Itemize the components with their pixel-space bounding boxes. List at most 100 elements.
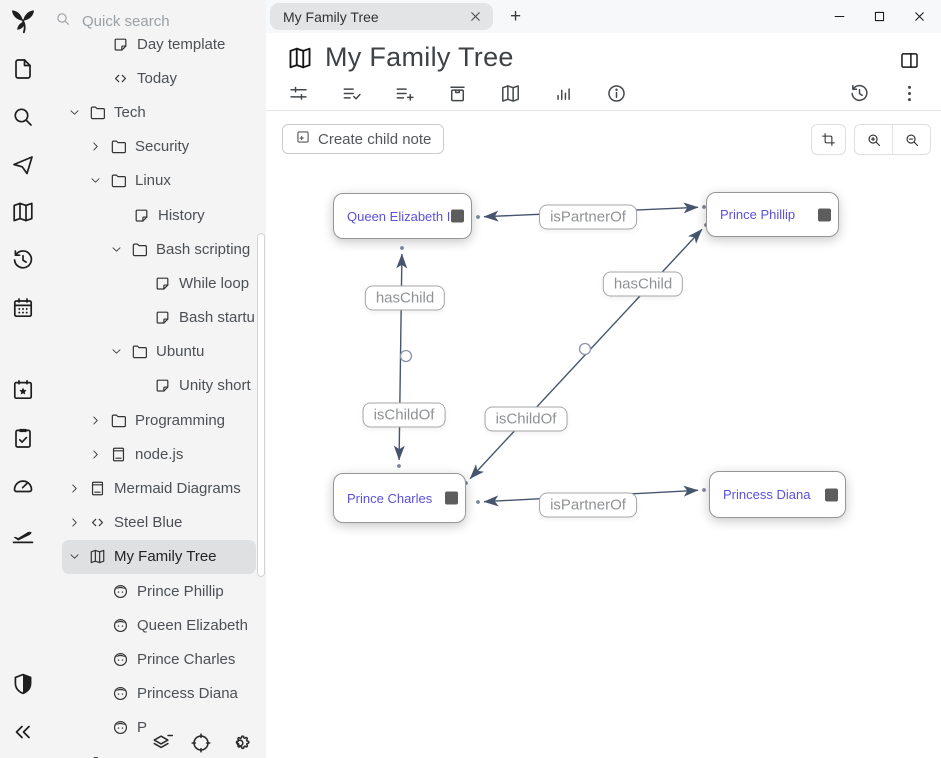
zoom-out-button[interactable] [892, 125, 930, 154]
chevron-right-icon[interactable] [68, 516, 81, 529]
window-close-button[interactable] [907, 4, 932, 29]
map-node-title[interactable]: Princess Diana [723, 487, 811, 502]
chevron-down-icon[interactable] [110, 345, 123, 358]
tree-item-day-template[interactable]: Day template [46, 27, 266, 61]
chevron-down-icon[interactable] [68, 106, 81, 119]
map-node-queen[interactable]: Queen Elizabeth II [333, 193, 472, 239]
calendar-icon [11, 296, 35, 325]
note-icon [112, 36, 129, 53]
ribbon-note-revisions-button[interactable] [839, 78, 879, 108]
relation-label[interactable]: isPartnerOf [539, 204, 637, 230]
create-child-note-button[interactable]: Create child note [282, 124, 445, 154]
ribbon-owned-attributes-button[interactable] [325, 78, 378, 108]
chevron-right-icon[interactable] [89, 414, 102, 427]
ribbon-note-paths-button[interactable] [431, 78, 484, 108]
tree-item-mermaid-diagrams[interactable]: Mermaid Diagrams [46, 471, 266, 505]
folder-icon [89, 104, 106, 121]
ribbon-note-info-button[interactable] [537, 78, 590, 108]
rail-tasks-button[interactable] [0, 417, 46, 465]
tree-item-programming[interactable]: Programming [46, 403, 266, 437]
tree-item-unity-short[interactable]: Unity short [46, 369, 266, 403]
tree-item-tech[interactable]: Tech [46, 95, 266, 129]
relation-label[interactable]: hasChild [364, 285, 446, 311]
rail-calendar-star-button[interactable] [0, 369, 46, 417]
relation-label[interactable]: isPartnerOf [539, 492, 637, 518]
book-icon [89, 480, 106, 497]
ribbon-inherited-attributes-button[interactable] [378, 78, 431, 108]
map-node-endpoint[interactable] [451, 209, 464, 223]
tree-item-history[interactable]: History [46, 198, 266, 232]
chevron-right-icon[interactable] [89, 140, 102, 153]
folder-icon [110, 412, 127, 429]
reset-pan-zoom-button[interactable] [811, 124, 846, 155]
tree-item-node-js[interactable]: node.js [46, 437, 266, 471]
scroll-to-active-note-button[interactable] [190, 732, 212, 754]
relation-label[interactable]: isChildOf [484, 406, 568, 432]
rail-dashboard-button[interactable] [0, 465, 46, 513]
collapse-all-button[interactable] [151, 732, 173, 754]
tree-item-prince-phillip[interactable]: Prince Phillip [46, 574, 266, 608]
map-node-title[interactable]: Queen Elizabeth II [347, 208, 454, 224]
zoom-in-button[interactable] [855, 125, 892, 154]
relation-label[interactable]: isChildOf [362, 402, 446, 428]
tree-item-princess-diana[interactable]: Princess Diana [46, 677, 266, 711]
rail-new-note-button[interactable] [0, 48, 46, 96]
map-node-endpoint[interactable] [445, 491, 458, 505]
ribbon-more-menu-button[interactable] [889, 78, 929, 108]
chevron-down-icon[interactable] [89, 174, 102, 187]
ribbon-collection-properties-button[interactable] [484, 78, 537, 108]
tree-item-label: Ubuntu [156, 343, 205, 361]
tree-item-steel-blue[interactable]: Steel Blue [46, 506, 266, 540]
map-node-endpoint[interactable] [818, 208, 831, 221]
tree-item-today[interactable]: Today [46, 61, 266, 95]
rail-jump-to-note-button[interactable] [0, 143, 46, 191]
map-node-title[interactable]: Prince Charles [347, 490, 433, 506]
rail-logo-button[interactable] [0, 0, 46, 48]
tree-item-my-family-tree[interactable]: My Family Tree [62, 539, 256, 574]
tree-item-linux[interactable]: Linux [46, 164, 266, 198]
settings-button[interactable] [229, 732, 251, 754]
tree-item-label: While loop [179, 274, 250, 292]
chevron-down-icon[interactable] [68, 550, 81, 563]
tree-item-security[interactable]: Security [46, 130, 266, 164]
map-node-charles[interactable]: Prince Charles [333, 473, 466, 523]
chevron-down-icon[interactable] [110, 243, 123, 256]
map-node-phillip[interactable]: Prince Phillip [706, 192, 839, 237]
ribbon-info-button[interactable] [590, 78, 643, 108]
create-split-icon[interactable] [899, 50, 920, 71]
tree-item-bash-startu[interactable]: Bash startu [46, 301, 266, 335]
tree-scrollbar-thumb[interactable] [257, 233, 265, 577]
tree-item-ubuntu[interactable]: Ubuntu [46, 335, 266, 369]
tree-item-label: Programming [135, 411, 226, 429]
new-tab-button[interactable]: + [510, 6, 522, 27]
map-node-endpoint[interactable] [825, 488, 838, 501]
note-type-map-icon [287, 45, 313, 71]
rail-travel-button[interactable] [0, 512, 46, 560]
tab-close-icon[interactable] [468, 9, 483, 24]
tree-item-label: Steel Blue [114, 514, 183, 532]
rail-open-map-button[interactable] [0, 191, 46, 239]
window-maximize-button[interactable] [867, 4, 892, 29]
map-node-title[interactable]: Prince Phillip [720, 207, 796, 222]
relation-label[interactable]: hasChild [602, 271, 684, 297]
tree-item-prince-charles[interactable]: Prince Charles [46, 642, 266, 676]
tree-item-while-loop[interactable]: While loop [46, 266, 266, 300]
rail-collapse-panel-button[interactable] [0, 710, 46, 758]
quick-search-input[interactable] [80, 11, 234, 31]
page-title[interactable]: My Family Tree [325, 42, 514, 72]
tree-item-p[interactable]: P [46, 711, 266, 745]
rail-recent-changes-button[interactable] [0, 239, 46, 287]
chevron-right-icon[interactable] [89, 448, 102, 461]
rail-search-button[interactable] [0, 96, 46, 144]
rail-calendar-button[interactable] [0, 287, 46, 335]
tab-my-family-tree[interactable]: My Family Tree [270, 3, 493, 30]
rail-protected-session-button[interactable] [0, 663, 46, 711]
tree-item-label: Tech [114, 103, 146, 121]
map-node-diana[interactable]: Princess Diana [709, 471, 846, 518]
chevron-right-icon[interactable] [68, 482, 81, 495]
tree-item-queen-elizabeth[interactable]: Queen Elizabeth [46, 608, 266, 642]
ribbon-basic-properties-button[interactable] [272, 78, 325, 108]
tree-item-bash-scripting[interactable]: Bash scripting [46, 232, 266, 266]
window-minimize-button[interactable] [827, 4, 852, 29]
